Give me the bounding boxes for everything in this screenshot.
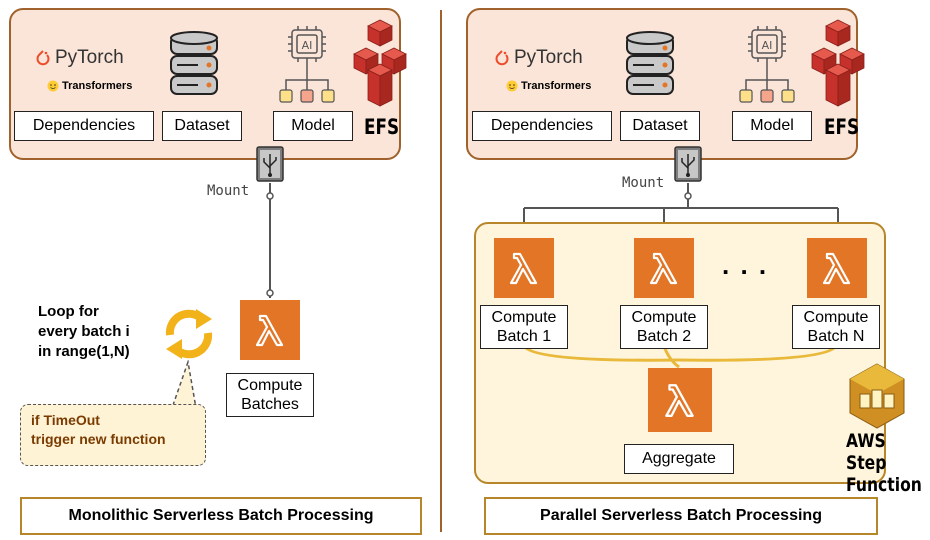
batchN-line1: Compute xyxy=(803,309,869,326)
right-database-icon xyxy=(626,31,674,95)
transformers-label: Transformers xyxy=(62,80,133,92)
batch1-line2: Batch 1 xyxy=(496,328,552,345)
callout-line1: if TimeOut xyxy=(31,412,100,428)
transformers-label: Transformers xyxy=(521,80,592,92)
right-ai-model-icon: AI xyxy=(739,26,795,103)
lambda-icon xyxy=(665,384,694,417)
batch1-lambda-icon xyxy=(494,238,554,298)
right-usb-mount-icon xyxy=(674,146,702,182)
left-pytorch-logo: PyTorch xyxy=(35,47,124,69)
batchN-line2: Batch N xyxy=(807,328,865,345)
batch-ellipsis: . . . xyxy=(722,250,769,280)
left-transformers-logo: Transformers xyxy=(47,80,132,92)
right-model-box: Model xyxy=(732,111,812,141)
left-title: Monolithic Serverless Batch Processing xyxy=(20,497,422,535)
lambda-icon xyxy=(255,314,284,347)
loop-line3: in range(1,N) xyxy=(38,343,130,360)
loop-line1: Loop for xyxy=(38,303,99,320)
loop-refresh-icon xyxy=(165,309,213,359)
right-efs-icon xyxy=(811,19,865,107)
left-usb-mount-icon xyxy=(256,146,284,182)
left-mount-dot-top xyxy=(266,192,274,200)
pytorch-flame-icon xyxy=(36,50,50,66)
hugging-face-icon xyxy=(506,80,518,92)
aggregate-label: Aggregate xyxy=(624,444,734,474)
compute-batchN-label: Compute Batch N xyxy=(792,305,880,349)
callout-pointer xyxy=(170,360,197,409)
right-transformers-logo: Transformers xyxy=(506,80,591,92)
batch2-line1: Compute xyxy=(631,309,697,326)
loop-line2: every batch i xyxy=(38,323,130,340)
left-dependencies-box: Dependencies xyxy=(14,111,154,141)
step-line2: Function xyxy=(846,474,922,496)
left-compute-lambda-icon xyxy=(240,300,300,360)
pytorch-flame-icon xyxy=(495,50,509,66)
batch1-line1: Compute xyxy=(491,309,557,326)
right-pytorch-logo: PyTorch xyxy=(494,47,583,69)
pytorch-label: PyTorch xyxy=(55,47,124,68)
left-ai-model-icon: AI xyxy=(279,26,335,103)
batch2-line2: Batch 2 xyxy=(636,328,692,345)
left-compute-batches-label: Compute Batches xyxy=(226,373,314,417)
callout-line2: trigger new function xyxy=(31,431,166,447)
aws-step-function-icon xyxy=(849,363,905,429)
batchN-lambda-icon xyxy=(807,238,867,298)
timeout-callout: if TimeOut trigger new function xyxy=(20,404,206,466)
pytorch-label: PyTorch xyxy=(514,47,583,68)
compute-batch1-label: Compute Batch 1 xyxy=(480,305,568,349)
right-dataset-box: Dataset xyxy=(620,111,700,141)
step-line1: AWS Step xyxy=(846,430,887,474)
compute-line2: Batches xyxy=(241,396,299,413)
left-database-icon xyxy=(170,31,218,95)
aggregate-lambda-icon xyxy=(648,368,712,432)
compute-batch2-label: Compute Batch 2 xyxy=(620,305,708,349)
right-dependencies-box: Dependencies xyxy=(472,111,612,141)
right-title: Parallel Serverless Batch Processing xyxy=(484,497,878,535)
svg-text:AI: AI xyxy=(302,39,313,52)
aws-step-function-label: AWS Step Function xyxy=(846,430,922,496)
lambda-icon xyxy=(509,252,538,285)
compute-line1: Compute xyxy=(237,377,303,394)
svg-text:AI: AI xyxy=(762,39,773,52)
hugging-face-icon xyxy=(47,80,59,92)
left-mount-label: Mount xyxy=(207,183,250,199)
left-efs-icon xyxy=(353,19,407,107)
left-mount-dot-bottom xyxy=(266,289,274,297)
loop-description: Loop for every batch i in range(1,N) xyxy=(38,302,130,362)
right-efs-label: EFS xyxy=(824,115,860,139)
left-efs-label: EFS xyxy=(364,115,400,139)
lambda-icon xyxy=(649,252,678,285)
left-dataset-box: Dataset xyxy=(162,111,242,141)
lambda-icon xyxy=(822,252,851,285)
left-model-box: Model xyxy=(273,111,353,141)
batch2-lambda-icon xyxy=(634,238,694,298)
right-mount-label: Mount xyxy=(622,175,665,191)
